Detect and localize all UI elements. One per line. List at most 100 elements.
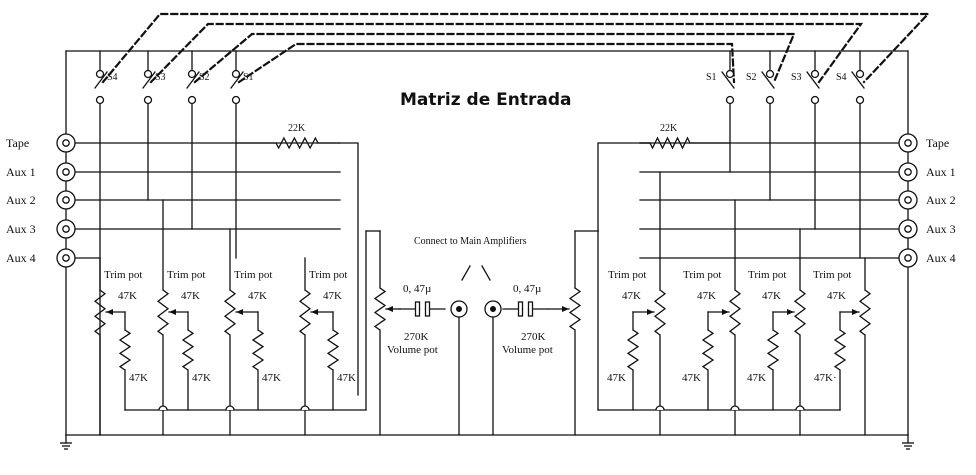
sw-right-blade-1 <box>761 71 775 89</box>
capacitor-right-plate-b <box>527 301 534 317</box>
shunt-value-left-3: 47K <box>337 372 356 384</box>
shunt-right-2 <box>766 329 780 371</box>
sw-left-blade-2 <box>186 71 200 89</box>
sw-left-contact-b-0 <box>95 95 105 105</box>
trimpot-name-left-3: Trim pot <box>309 269 347 281</box>
wire-crossing <box>730 405 740 411</box>
trim-left-wiper-1-arrow <box>169 309 176 315</box>
switch-label-right-2: S3 <box>791 72 802 83</box>
jack-left-0-pin <box>62 139 70 147</box>
shunt-left-0 <box>118 329 132 371</box>
sw-right-contact-b-0 <box>725 95 735 105</box>
wire-crossing <box>655 405 665 411</box>
sw-left-contact-a-1 <box>143 69 153 79</box>
volume-name-left: Volume pot <box>387 344 438 356</box>
input-label-left-2: Aux 2 <box>6 193 36 207</box>
trimpot-name-right-3: Trim pot <box>813 269 851 281</box>
connect-label: Connect to Main Amplifiers <box>414 236 527 247</box>
wire-crossing <box>300 405 310 411</box>
sw-right-contact-a-0 <box>725 69 735 79</box>
sw-right-blade-2 <box>806 71 820 89</box>
shunt-left-2 <box>251 329 265 371</box>
sw-left-blade-3 <box>230 71 244 89</box>
trimpot-name-left-0: Trim pot <box>104 269 142 281</box>
sw-left-contact-b-2 <box>187 95 197 105</box>
sw-left-contact-a-3 <box>231 69 241 79</box>
capacitor-label-left: 0, 47µ <box>403 283 431 295</box>
vol-right-wiper-arrow <box>562 306 569 312</box>
linkage-s3 <box>149 22 864 84</box>
sw-right-contact-b-2 <box>810 95 820 105</box>
shunt-right-1 <box>701 329 715 371</box>
trimpot-name-left-2: Trim pot <box>234 269 272 281</box>
switch-linkages <box>101 12 931 84</box>
trimpot-left-2 <box>223 289 237 336</box>
sw-right-contact-b-1 <box>765 95 775 105</box>
trimpot-left-1 <box>156 289 170 336</box>
shunt-value-right-1: 47K <box>682 372 701 384</box>
trimpot-value-right-1: 47K <box>697 290 716 302</box>
capacitor-left-plate-b <box>424 301 431 317</box>
sw-right-contact-a-2 <box>810 69 820 79</box>
trimpot-left-0 <box>93 289 107 336</box>
components <box>56 69 918 450</box>
trimpot-value-left-0: 47K <box>118 290 137 302</box>
input-label-left-0: Tape <box>6 136 29 150</box>
volume-name-right: Volume pot <box>502 344 553 356</box>
trim-right-wiper-2-arrow <box>787 309 794 315</box>
jack-left-4-pin <box>62 254 70 262</box>
volume-pot-left <box>373 287 387 331</box>
jack-left-1-pin <box>62 168 70 176</box>
sw-left-blade-0 <box>94 71 108 89</box>
switch-label-left-2: S2 <box>199 72 210 83</box>
switch-label-left-1: S3 <box>155 72 166 83</box>
trim-left-wiper-0-arrow <box>106 309 113 315</box>
trimpot-name-left-1: Trim pot <box>167 269 205 281</box>
jack-left-2-pin <box>62 196 70 204</box>
trim-right-wiper-1-arrow <box>722 309 729 315</box>
trimpot-value-right-0: 47K <box>622 290 641 302</box>
linkage-s1 <box>237 42 736 84</box>
jack-right-0-pin <box>904 139 912 147</box>
sw-right-blade-3 <box>851 71 865 89</box>
trimpot-name-right-2: Trim pot <box>748 269 786 281</box>
wire-crossing <box>158 405 168 411</box>
switch-label-right-0: S1 <box>706 72 717 83</box>
switch-label-left-0: S4 <box>107 72 118 83</box>
sw-right-contact-a-1 <box>765 69 775 79</box>
shunt-right-3 <box>833 329 847 371</box>
trimpot-value-left-2: 47K <box>248 290 267 302</box>
shunt-value-left-2: 47K <box>262 372 281 384</box>
sw-right-contact-b-3 <box>855 95 865 105</box>
series-resistor-label-right: 22K <box>660 123 678 134</box>
trimpot-right-1 <box>728 289 742 336</box>
wiring <box>65 12 931 444</box>
wire-crossing <box>795 405 805 411</box>
trimpot-right-0 <box>653 289 667 336</box>
jack-right-1-pin <box>904 168 912 176</box>
linkage-s4 <box>101 12 931 84</box>
shunt-left-1 <box>181 329 195 371</box>
trimpot-value-left-1: 47K <box>181 290 200 302</box>
output-jack-left-pin <box>456 306 462 312</box>
right-22k-out <box>597 142 651 232</box>
resistor-22k-left <box>275 136 319 150</box>
input-label-left-4: Aux 4 <box>6 251 36 265</box>
shunt-value-right-2: 47K <box>747 372 766 384</box>
wire-crossing <box>225 405 235 411</box>
shunt-value-left-0: 47K <box>129 372 148 384</box>
switch-label-left-3: S1 <box>243 72 254 83</box>
jack-right-4-pin <box>904 254 912 262</box>
sw-right-blade-0 <box>721 71 735 89</box>
sw-right-contact-a-3 <box>855 69 865 79</box>
sw-left-contact-b-3 <box>231 95 241 105</box>
shunt-right-0 <box>626 329 640 371</box>
linkage-s2 <box>193 32 796 84</box>
capacitor-right-plate-a <box>517 301 524 317</box>
input-label-left-1: Aux 1 <box>6 165 36 179</box>
trimpot-value-right-2: 47K <box>762 290 781 302</box>
left-22k-out <box>317 142 359 396</box>
input-label-right-0: Tape <box>926 136 949 150</box>
switch-label-right-1: S2 <box>746 72 757 83</box>
